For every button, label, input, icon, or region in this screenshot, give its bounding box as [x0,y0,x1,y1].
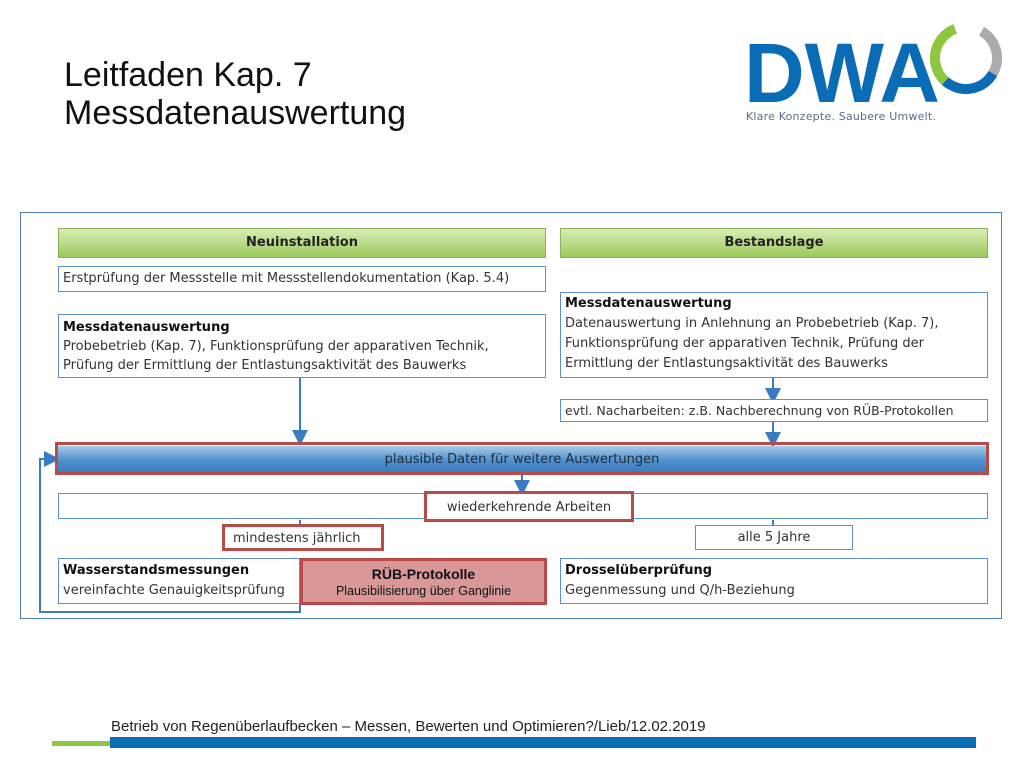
box-messdaten-neu-title: Messdatenauswertung [63,320,230,335]
box-drossel: Drosselüberprüfung Gegenmessung und Q/h-… [560,558,988,604]
footer-bar-green [52,741,110,746]
footer-bar-blue [110,737,976,748]
box-messdaten-neu: Messdatenauswertung Probebetrieb (Kap. 7… [58,314,546,378]
box-messdaten-bestand: Messdatenauswertung Datenauswertung in A… [560,292,988,378]
box-drossel-sub: Gegenmessung und Q/h-Beziehung [565,583,795,598]
slide-title-line2: Messdatenauswertung [64,94,407,132]
box-rueb-sub: Plausibilisierung über Ganglinie [335,584,512,598]
feedback-loop [39,451,301,613]
bar-plausible-daten: plausible Daten für weitere Auswertungen [58,446,986,472]
box-wasserstand-title: Wasserstandsmessungen [63,563,250,578]
box-messdaten-neu-line1: Probebetrieb (Kap. 7), Funktionsprüfung … [63,339,489,354]
box-messdaten-bestand-line3: Ermittlung der Entlastungsaktivität des … [565,356,888,371]
box-jaehrlich: mindestens jährlich [222,524,384,551]
box-messdaten-neu-line2: Prüfung der Ermittlung der Entlastungsak… [63,358,467,373]
box-messdaten-bestand-title: Messdatenauswertung [565,296,732,311]
flowchart-frame [20,212,1002,619]
header-bestandslage: Bestandslage [560,228,988,258]
slide-title-line1: Leitfaden Kap. 7 [64,56,312,94]
box-fuenf-jahre: alle 5 Jahre [695,525,853,550]
dwa-wordmark: DWA [744,26,940,120]
slide-footer: Betrieb von Regenüberlaufbecken – Messen… [111,718,706,735]
box-messdaten-bestand-line2: Funktionsprüfung der apparativen Technik… [565,336,924,351]
logo-tagline: Klare Konzepte. Saubere Umwelt. [746,110,937,123]
box-wasserstand: Wasserstandsmessungen vereinfachte Genau… [58,558,300,604]
box-nacharbeiten: evtl. Nacharbeiten: z.B. Nachberechnung … [560,399,988,422]
box-wiederkehrend: wiederkehrende Arbeiten [424,491,634,522]
header-neuinstallation: Neuinstallation [58,228,546,258]
box-erstpruefung: Erstprüfung der Messstelle mit Messstell… [58,266,546,292]
highlight-plausible [55,442,989,475]
slide-title: Leitfaden Kap. 7 Messdatenauswertung [64,56,406,132]
box-rueb-title: RÜB-Protokolle [371,566,476,582]
box-messdaten-bestand-line1: Datenauswertung in Anlehnung an Probebet… [565,316,939,331]
dwa-logo: DWA [744,22,1002,120]
box-drossel-title: Drosselüberprüfung [565,563,713,578]
box-wasserstand-sub: vereinfachte Genauigkeitsprüfung [63,583,285,598]
box-rueb-protokolle: RÜB-Protokolle Plausibilisierung über Ga… [300,558,547,605]
